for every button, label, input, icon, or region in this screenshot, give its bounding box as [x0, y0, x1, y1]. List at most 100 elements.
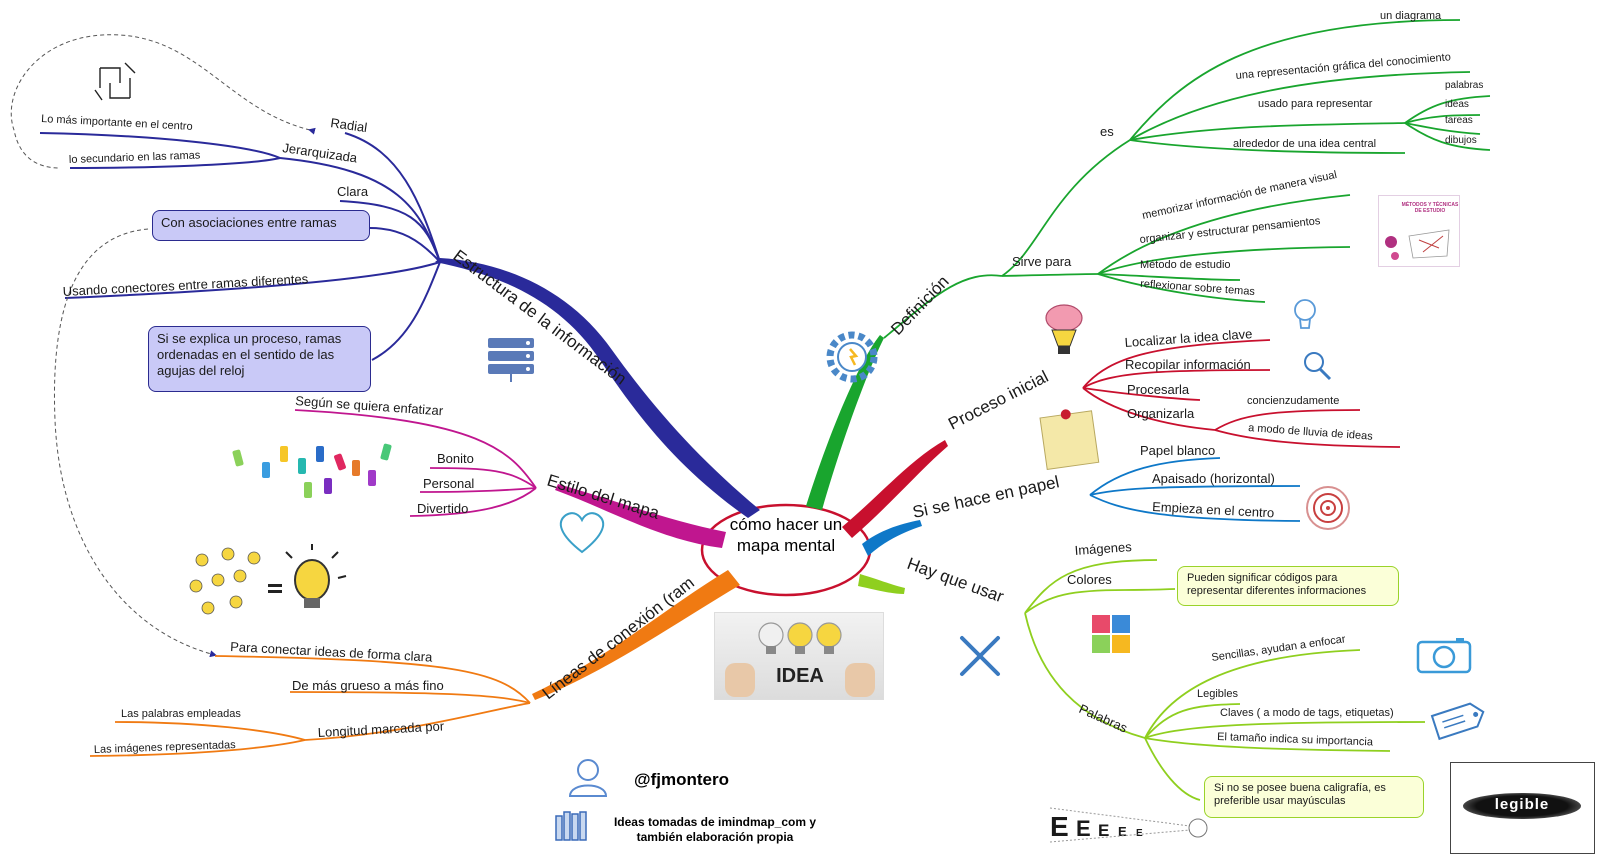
label-procesarla: Procesarla	[1127, 382, 1190, 397]
usar-sublines	[1024, 559, 1426, 801]
sticky-note-icon	[1039, 409, 1100, 471]
label-organizar: organizar y estructurar pensamientos	[1139, 215, 1321, 246]
dashed-connector-radial	[10, 34, 316, 169]
label-longitud: Longitud marcada por	[317, 718, 445, 740]
svg-text:E: E	[1076, 816, 1091, 841]
label-es: es	[1100, 124, 1114, 139]
server-icon	[488, 338, 534, 382]
svg-text:E: E	[1098, 821, 1109, 840]
label-recopilar: Recopilar información	[1125, 357, 1251, 372]
label-estilo: Estilo del mapa	[545, 471, 662, 523]
colored-markers-icon	[232, 443, 392, 498]
label-ideas: ideas	[1445, 99, 1469, 110]
branch-proceso	[842, 440, 948, 538]
idea-word: IDEA	[776, 665, 824, 687]
label-lineas: Líneas de conexión (ram	[539, 573, 698, 703]
svg-text:E: E	[1050, 811, 1069, 842]
idea-bulbs-icon	[725, 622, 875, 697]
definicion-sublines	[883, 19, 1491, 339]
label-diagrama: un diagrama	[1380, 10, 1442, 22]
estilo-sublines	[294, 409, 537, 517]
puzzle-icon	[1092, 615, 1130, 653]
book-art-icon	[1385, 229, 1450, 260]
bulbs-equals-bulb-icon	[189, 544, 347, 615]
label-concienzudamente: concienzudamente	[1247, 395, 1339, 407]
label-definicion: Definición	[887, 272, 953, 339]
label-imagenes: Imágenes	[1074, 539, 1132, 558]
colores-nota-text: Pueden significar códigos para represent…	[1187, 572, 1367, 597]
proceso-box-text: Si se explica un proceso, ramas ordenada…	[157, 331, 342, 378]
label-tamano: El tamaño indica su importancia	[1217, 731, 1374, 748]
brain-bulb-icon	[1045, 304, 1083, 354]
label-conectores: Usando conectores entre ramas diferentes	[62, 271, 309, 299]
label-sencillas: Sencillas, ayudan a enfocar	[1211, 633, 1347, 664]
label-personal: Personal	[423, 476, 474, 491]
label-palabras-usar: Palabras	[1077, 701, 1130, 736]
center-line-2: mapa mental	[736, 536, 836, 555]
small-bulb-icon	[1294, 299, 1316, 329]
branch-usar	[858, 574, 905, 594]
label-secundario: lo secundario en las ramas	[69, 149, 201, 166]
label-proceso: Proceso inicial	[945, 367, 1051, 434]
caligrafia-text: Si no se posee buena caligrafía, es pref…	[1214, 782, 1386, 807]
proceso-sublines	[1082, 339, 1401, 448]
tag-icon	[1430, 702, 1485, 741]
label-organizarla: Organizarla	[1127, 406, 1195, 421]
label-tareas: tareas	[1445, 115, 1473, 126]
label-sirve: Sirve para	[1012, 254, 1072, 269]
camera-icon	[1416, 638, 1472, 674]
target-icon	[1306, 486, 1350, 530]
author-handle: @fjmontero	[634, 770, 729, 789]
label-conectar: Para conectar ideas de forma clara	[230, 639, 434, 665]
label-palabras-empleadas: Las palabras empleadas	[121, 708, 241, 720]
magnifier-icon	[1304, 352, 1332, 381]
label-estructura: Estructura de la información	[450, 246, 630, 389]
source-line-2: también elaboración propia	[636, 830, 794, 844]
center-node-text: cómo hacer un mapa mental	[706, 514, 866, 556]
papel-sublines	[1089, 457, 1301, 522]
label-divertido: Divertido	[417, 501, 468, 516]
center-line-1: cómo hacer un	[729, 515, 843, 534]
svg-text:E: E	[1136, 828, 1143, 839]
label-imagenes-representadas: Las imágenes representadas	[94, 739, 237, 756]
label-legibles: Legibles	[1197, 688, 1238, 700]
book-title: MÉTODOS Y TÉCNICAS DE ESTUDIO	[1401, 202, 1459, 214]
label-palabras: palabras	[1445, 80, 1483, 91]
estructura-sublines	[39, 132, 441, 361]
lineas-sublines	[89, 655, 531, 757]
label-usar: Hay que usar	[905, 554, 1007, 607]
caligrafia-box: Si no se posee buena caligrafía, es pref…	[1204, 776, 1424, 818]
legible-text: legible	[1494, 796, 1550, 813]
label-apaisado: Apaisado (horizontal)	[1152, 471, 1275, 486]
source-line-1: Ideas tomadas de imindmap_com y	[613, 815, 817, 829]
label-radial: Radial	[330, 115, 369, 135]
user-icon	[568, 759, 608, 797]
hands-frame-icon	[94, 62, 136, 101]
label-representacion: una representación gráfica del conocimie…	[1235, 51, 1451, 82]
label-enfatizar: Según se quiera enfatizar	[295, 393, 445, 418]
branch-estilo	[555, 484, 726, 548]
eye-chart-icon: E E E E E	[1049, 807, 1208, 843]
label-papel: Si se hace en papel	[911, 472, 1061, 522]
label-bonito: Bonito	[437, 451, 474, 466]
colores-nota-box: Pueden significar códigos para represent…	[1177, 566, 1399, 606]
label-mas-importante: Lo más importante en el centro	[41, 113, 193, 133]
branch-papel	[862, 520, 922, 556]
legible-blob	[1463, 793, 1581, 819]
books-icon	[555, 811, 587, 841]
label-blanco: Papel blanco	[1140, 443, 1215, 458]
branch-estructura	[435, 258, 760, 518]
legible-image: legible	[1450, 762, 1595, 854]
branch-lineas	[532, 570, 740, 700]
label-grueso: De más grueso a más fino	[292, 678, 444, 693]
asociaciones-box: Con asociaciones entre ramas	[152, 210, 370, 241]
label-centro: Empieza en el centro	[1152, 499, 1275, 520]
book-cover: MÉTODOS Y TÉCNICAS DE ESTUDIO	[1378, 195, 1460, 267]
label-claves: Claves ( a modo de tags, etiquetas)	[1220, 707, 1394, 719]
gear-bulb-icon	[826, 331, 878, 383]
label-colores: Colores	[1067, 572, 1112, 587]
label-clara: Clara	[337, 184, 369, 199]
proceso-box: Si se explica un proceso, ramas ordenada…	[148, 326, 371, 392]
dashed-connector-asociaciones	[53, 228, 217, 658]
